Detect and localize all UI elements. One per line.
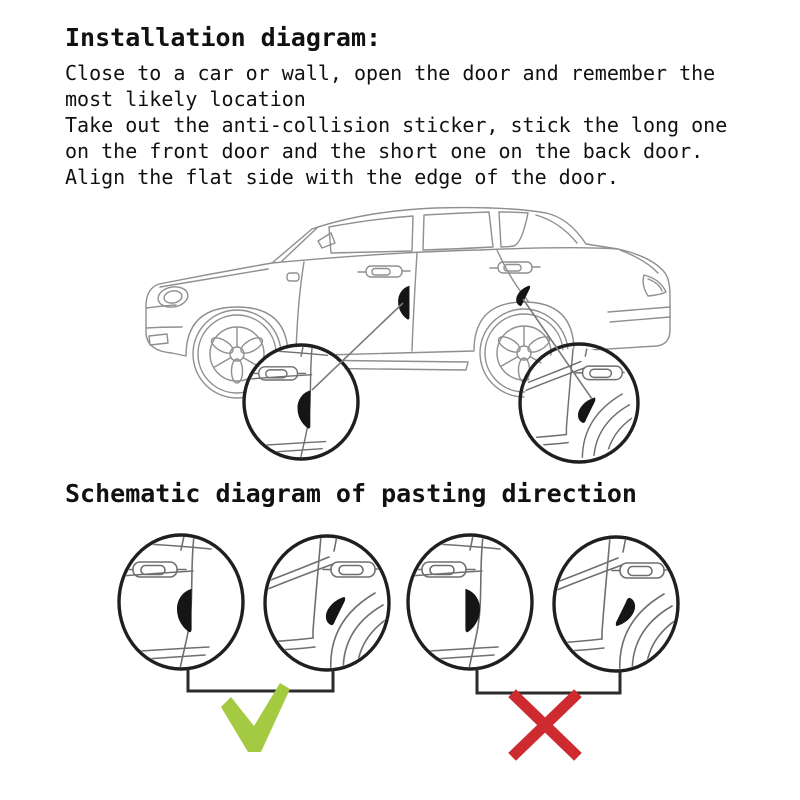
instruction-line-2: Take out the anti-collision sticker, sti… (65, 113, 728, 163)
checkmark-icon (221, 683, 290, 752)
instruction-line-1: Close to a car or wall, open the door an… (65, 61, 716, 111)
callout-line-front (311, 302, 404, 391)
instruction-line-3: Align the flat side with the edge of the… (65, 165, 619, 189)
wrong-pair-bracket (475, 668, 622, 695)
headlight (157, 286, 189, 308)
section-heading: Schematic diagram of pasting direction (65, 479, 637, 508)
correct-long-sticker (177, 588, 192, 633)
car-illustration (145, 206, 671, 399)
page-title: Installation diagram: (65, 23, 382, 52)
correct-pair-bracket (186, 669, 335, 693)
cross-icon (508, 689, 582, 761)
wrong-front-door-circle (406, 533, 534, 671)
magnifier-rear-door-edge (518, 342, 640, 464)
correct-rear-door-circle (263, 534, 391, 672)
fender-badge (286, 272, 300, 282)
taillight (642, 274, 667, 297)
header-text: Installation diagram: Close to a car or … (65, 22, 751, 190)
correct-short-sticker (325, 596, 346, 626)
wrong-rear-door-circle (552, 535, 680, 673)
correct-front-door-circle (117, 533, 245, 671)
callout-line-rear (522, 298, 593, 400)
side-mirror (317, 232, 336, 249)
front-door-sticker (397, 285, 411, 321)
